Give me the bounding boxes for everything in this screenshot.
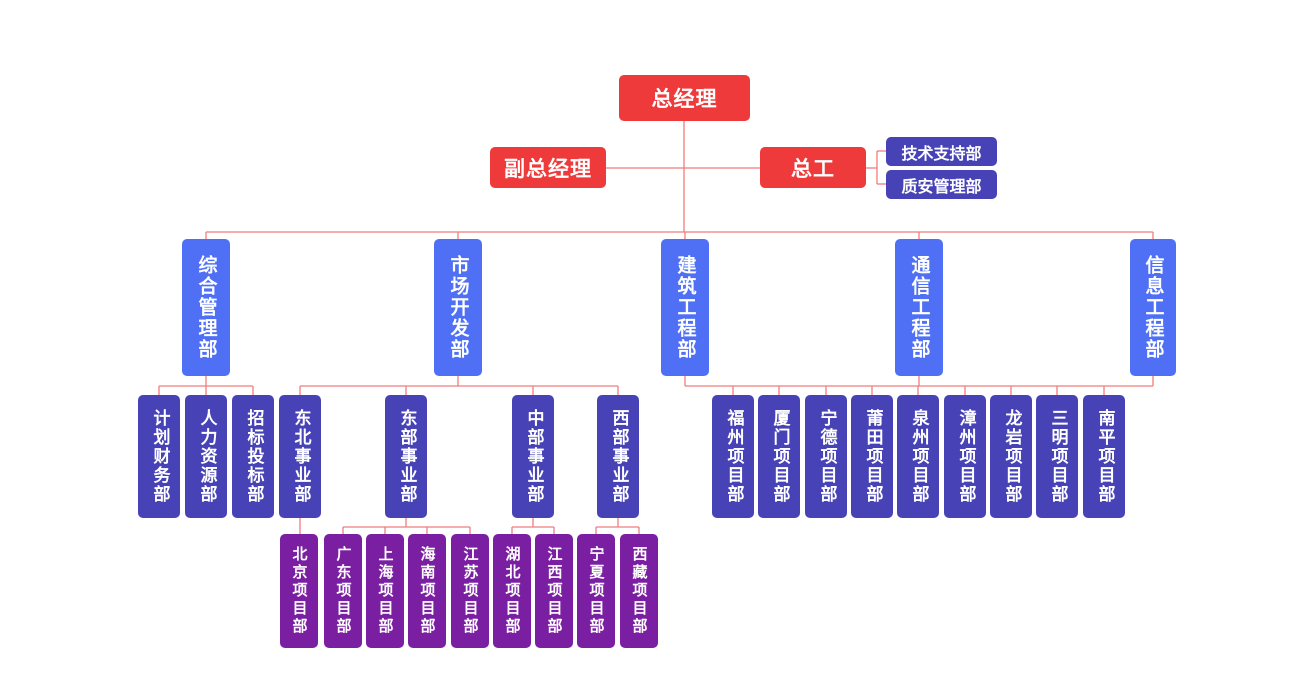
project-longyan: 龙岩项目部 <box>990 395 1032 518</box>
project-ningxia: 宁夏项目部 <box>577 534 615 648</box>
project-shanghai: 上海项目部 <box>366 534 404 648</box>
chief-engineer-box: 总工 <box>760 147 866 188</box>
project-putian: 莆田项目部 <box>851 395 893 518</box>
project-ningde: 宁德项目部 <box>805 395 847 518</box>
dept-general-management: 综合管理部 <box>182 239 230 376</box>
project-zhangzhou: 漳州项目部 <box>944 395 986 518</box>
unit-bidding: 招标投标部 <box>232 395 274 518</box>
project-quanzhou: 泉州项目部 <box>897 395 939 518</box>
deputy-manager-box: 副总经理 <box>490 147 606 188</box>
project-hainan: 海南项目部 <box>408 534 446 648</box>
unit-planning-finance: 计划财务部 <box>138 395 180 518</box>
dept-market-development: 市场开发部 <box>434 239 482 376</box>
project-nanping: 南平项目部 <box>1083 395 1125 518</box>
project-sanming: 三明项目部 <box>1036 395 1078 518</box>
project-jiangsu: 江苏项目部 <box>451 534 489 648</box>
tech-support-box: 技术支持部 <box>886 137 997 166</box>
dept-information-engineering: 信息工程部 <box>1130 239 1176 376</box>
unit-human-resources: 人力资源部 <box>185 395 227 518</box>
dept-telecom-engineering: 通信工程部 <box>895 239 943 376</box>
quality-safety-box: 质安管理部 <box>886 170 997 199</box>
project-fuzhou: 福州项目部 <box>712 395 754 518</box>
ceo-box: 总经理 <box>619 75 750 121</box>
project-tibet: 西藏项目部 <box>620 534 658 648</box>
project-xiamen: 厦门项目部 <box>758 395 800 518</box>
project-hubei: 湖北项目部 <box>493 534 531 648</box>
dept-construction-engineering: 建筑工程部 <box>661 239 709 376</box>
unit-east-division: 东部事业部 <box>385 395 427 518</box>
project-guangdong: 广东项目部 <box>324 534 362 648</box>
project-jiangxi: 江西项目部 <box>535 534 573 648</box>
unit-northeast-division: 东北事业部 <box>279 395 321 518</box>
unit-central-division: 中部事业部 <box>512 395 554 518</box>
unit-west-division: 西部事业部 <box>597 395 639 518</box>
project-beijing: 北京项目部 <box>280 534 318 648</box>
